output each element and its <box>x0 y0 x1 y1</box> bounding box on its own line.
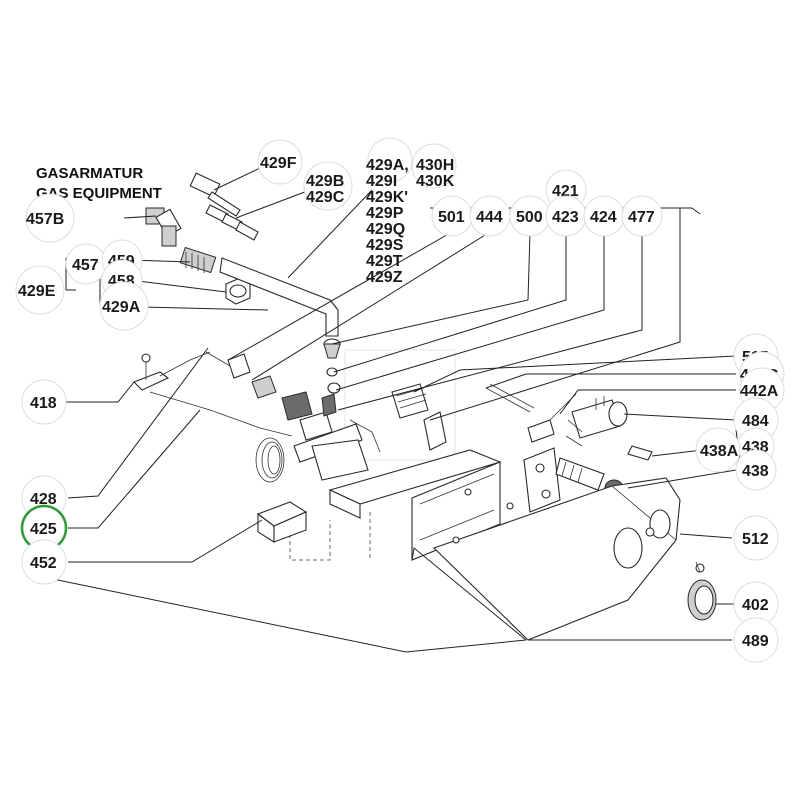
callout-438-bottom-label: 438 <box>742 463 769 480</box>
part-515-burner-block <box>391 383 447 451</box>
callout-501-label: 501 <box>438 209 465 226</box>
callout-429e[interactable]: 429E <box>15 265 65 315</box>
callout-423[interactable]: 423 <box>545 195 587 237</box>
callout-418[interactable]: 418 <box>21 379 67 425</box>
part-429f-fitting <box>189 172 259 241</box>
part-442c-rod <box>485 383 535 413</box>
callout-477[interactable]: 477 <box>621 195 663 237</box>
callout-429b-label: 429B <box>306 173 344 190</box>
part-484-switch <box>565 396 628 447</box>
callout-457-label: 457 <box>72 257 99 274</box>
part-front-housing <box>432 477 681 641</box>
callout-429c-label: 429C <box>306 189 345 206</box>
title-line-2: GAS EQUIPMENT <box>36 185 162 202</box>
callout-438-bottom[interactable]: 438 <box>735 449 777 491</box>
callout-429a[interactable]: 429A <box>99 281 149 331</box>
callout-429z-label: 429Z <box>366 269 403 286</box>
callout-421-label: 421 <box>552 183 579 200</box>
callout-429-group[interactable]: 429A, 430H 429I 430K 429K' 429P 429Q 429… <box>366 137 457 286</box>
title-line-1: GASARMATUR <box>36 165 143 182</box>
callout-484-label: 484 <box>742 413 769 430</box>
callout-402[interactable]: 402 <box>733 581 779 627</box>
callout-429i-label: 429I <box>366 173 397 190</box>
callout-457b-label: 457B <box>26 211 64 228</box>
callout-429e-label: 429E <box>18 283 56 300</box>
part-screws <box>452 502 701 573</box>
part-457b-elbow <box>145 207 182 247</box>
callout-489-label: 489 <box>742 633 769 650</box>
callout-429q-label: 429Q <box>366 221 405 238</box>
callout-444-label: 444 <box>476 209 503 226</box>
callout-424[interactable]: 424 <box>583 195 625 237</box>
callout-425-label: 425 <box>30 521 57 538</box>
callout-477-label: 477 <box>628 209 655 226</box>
part-428-thermocouple <box>149 351 293 483</box>
parts-drawing <box>133 172 717 641</box>
callout-429a-label: 429A <box>102 299 141 316</box>
callout-442a-label: 442A <box>740 383 779 400</box>
callout-512[interactable]: 512 <box>733 515 779 561</box>
callout-429f[interactable]: 429F <box>257 139 303 185</box>
callout-429k-label: 429K' <box>366 189 408 206</box>
callout-430k-label: 430K <box>416 173 455 190</box>
part-402-ring <box>687 563 717 621</box>
callout-424-label: 424 <box>590 209 617 226</box>
callout-438a-label: 438A <box>700 443 739 460</box>
callout-452[interactable]: 452 <box>21 539 67 585</box>
callout-457b[interactable]: 457B <box>25 193 75 243</box>
diagram-title: GASARMATUR GAS EQUIPMENT <box>36 165 162 202</box>
part-452-control-box <box>256 501 308 543</box>
part-base-plate <box>289 449 502 561</box>
callout-402-label: 402 <box>742 597 769 614</box>
part-418-bracket <box>133 353 170 391</box>
callout-501[interactable]: 501 <box>431 195 473 237</box>
callout-500-label: 500 <box>516 209 543 226</box>
callout-444[interactable]: 444 <box>469 195 511 237</box>
callout-512-label: 512 <box>742 531 769 548</box>
callout-500[interactable]: 500 <box>509 195 551 237</box>
callouts: 429F 429B 429C 429A, 430H 429I 430K 429K… <box>15 137 785 663</box>
part-gas-valve <box>227 353 381 481</box>
part-gasket-plate <box>523 447 561 513</box>
callout-430h-label: 430H <box>416 157 454 174</box>
callout-429f-label: 429F <box>260 155 297 172</box>
callout-429t-label: 429T <box>366 253 403 270</box>
callout-429s-label: 429S <box>366 237 404 254</box>
callout-429b-429c[interactable]: 429B 429C <box>303 161 353 211</box>
callout-489[interactable]: 489 <box>733 617 779 663</box>
part-458-nut <box>225 277 251 305</box>
callout-418-label: 418 <box>30 395 57 412</box>
callout-423-label: 423 <box>552 209 579 226</box>
callout-452-label: 452 <box>30 555 57 572</box>
leader-lines <box>47 167 744 653</box>
callout-429p-label: 429P <box>366 205 404 222</box>
part-459-fitting <box>179 246 217 274</box>
part-442a-electrode <box>527 393 577 443</box>
part-429a-pipe <box>219 257 341 394</box>
callout-457[interactable]: 457 <box>65 243 107 285</box>
callout-429a-comma-label: 429A, <box>366 157 409 174</box>
watermark <box>344 349 456 461</box>
callout-438a[interactable]: 438A <box>695 427 741 473</box>
callout-428-label: 428 <box>30 491 57 508</box>
callout-484[interactable]: 484 <box>733 397 779 443</box>
